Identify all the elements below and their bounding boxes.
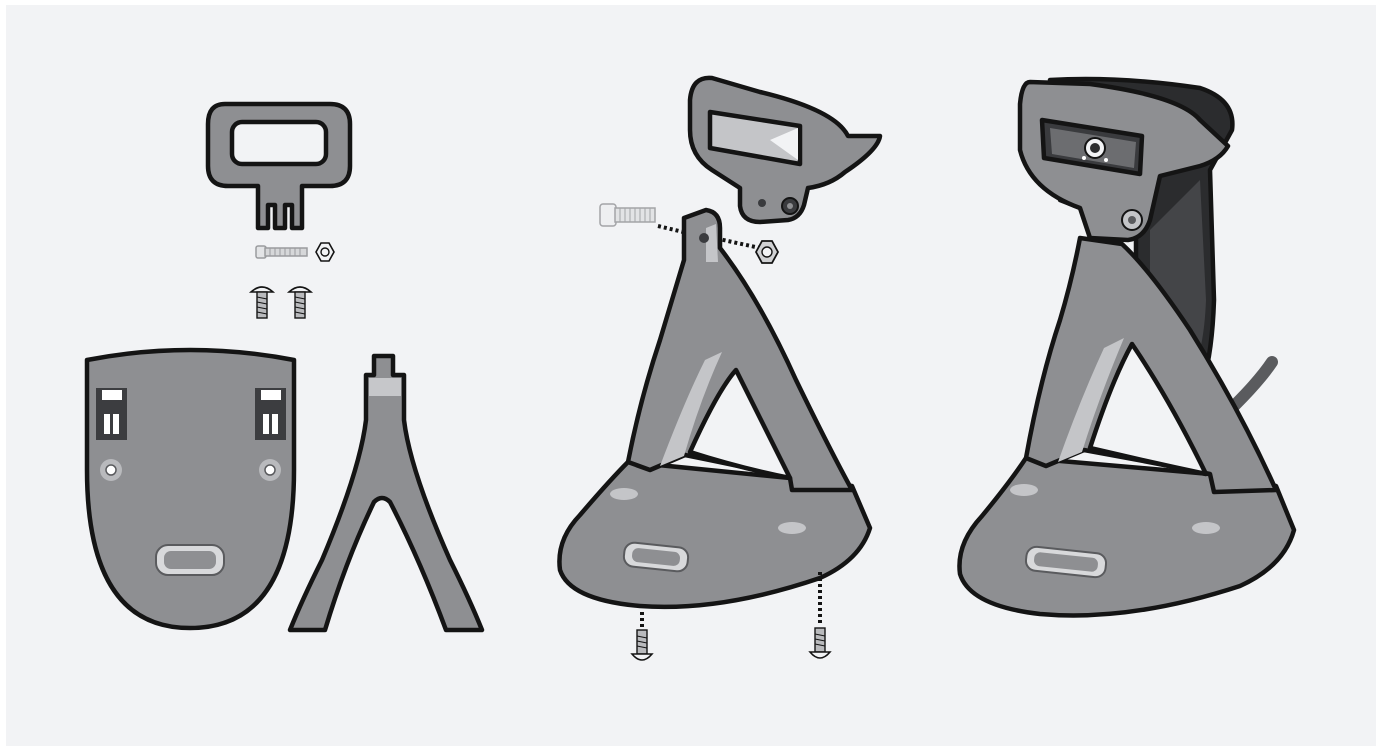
base-screw-step-left — [632, 612, 652, 660]
exploded-parts-panel — [87, 104, 482, 630]
hinge-bolt-assembly — [600, 204, 760, 248]
base-screw-left — [251, 287, 273, 318]
base-screw-right — [289, 287, 311, 318]
final-assembly-panel — [959, 79, 1294, 615]
base-screw-step-right — [810, 572, 830, 658]
hinge-bolt-small — [256, 246, 307, 258]
handle-clip-angled — [690, 78, 880, 222]
handle-clip-part — [208, 104, 350, 228]
stand-assembled-final — [959, 238, 1294, 615]
assembly-step-panel — [559, 78, 880, 660]
hex-nut-assembly — [756, 241, 778, 263]
stand-assembled-step — [559, 210, 870, 607]
illustration-canvas — [6, 5, 1376, 746]
hex-nut-small — [316, 243, 334, 261]
base-plate-part — [87, 350, 294, 628]
stand-arm-part — [290, 356, 482, 630]
assembly-illustration — [6, 5, 1376, 746]
